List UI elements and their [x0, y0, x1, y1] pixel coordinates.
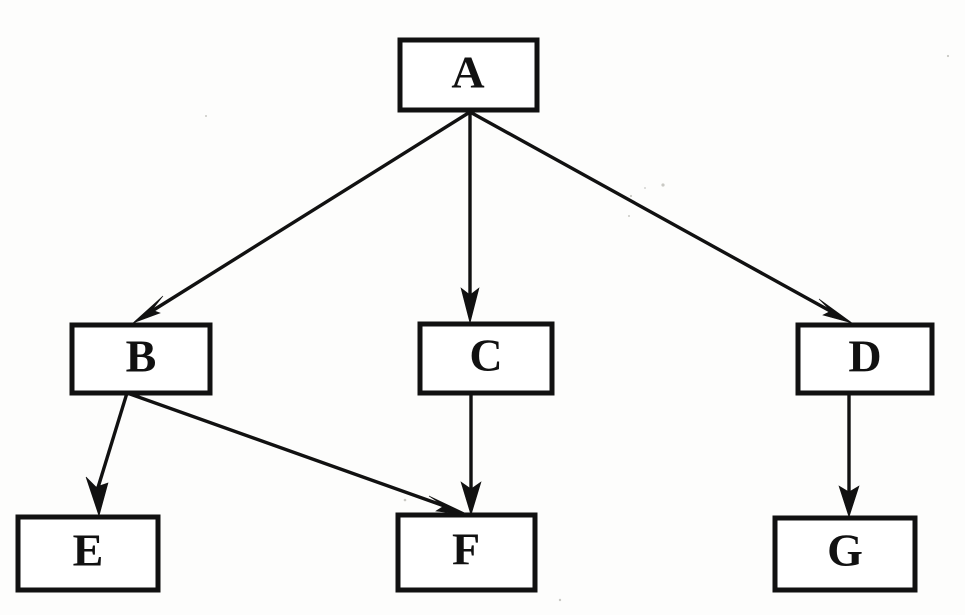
edge-a-to-b — [132, 110, 471, 324]
node-e[interactable]: E — [15, 514, 161, 593]
node-e-label: E — [73, 525, 104, 576]
node-g-label: G — [827, 525, 863, 576]
node-d-label: D — [848, 331, 881, 382]
node-c-label: C — [469, 330, 502, 381]
edge-b-to-e — [85, 392, 129, 518]
edge-a-to-d — [469, 110, 853, 324]
node-d[interactable]: D — [795, 322, 935, 396]
edge-a-to-c — [460, 112, 480, 324]
node-g[interactable]: G — [772, 515, 918, 593]
node-b-label: B — [126, 331, 157, 382]
node-f-label: F — [452, 524, 480, 575]
node-c[interactable]: C — [417, 321, 555, 396]
node-a-label: A — [451, 47, 484, 98]
edge-b-to-f — [126, 391, 470, 516]
edge-d-to-g — [838, 393, 860, 518]
node-b[interactable]: B — [69, 322, 213, 396]
node-a[interactable]: A — [397, 37, 540, 113]
edge-c-to-f — [460, 393, 482, 517]
node-f[interactable]: F — [395, 512, 538, 593]
scan-noise — [205, 54, 950, 602]
